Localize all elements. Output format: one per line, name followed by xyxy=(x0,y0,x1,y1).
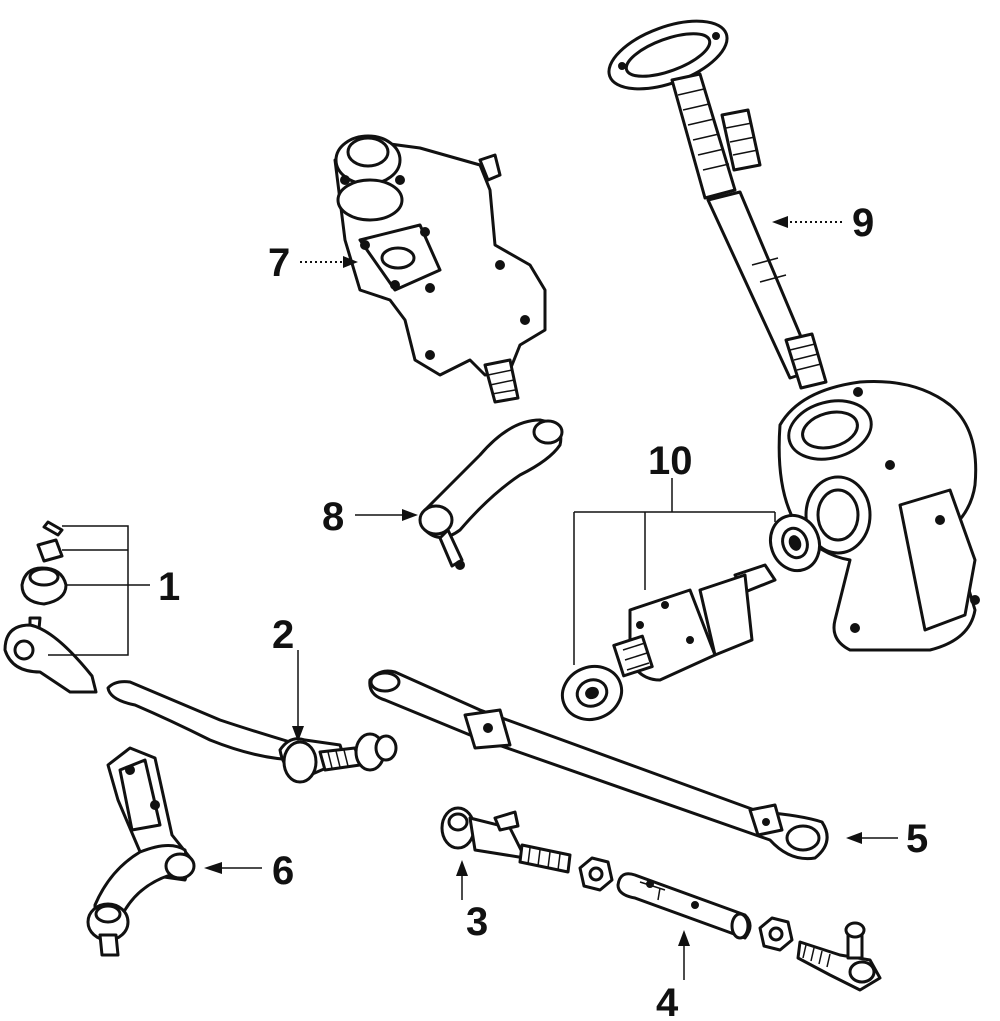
bearing-lower xyxy=(560,665,624,721)
callout-10: 10 xyxy=(648,439,693,483)
callout-9: 9 xyxy=(852,201,874,245)
callout-2: 2 xyxy=(272,613,294,657)
center-link xyxy=(368,669,829,861)
callout-3: 3 xyxy=(466,900,488,944)
tie-rod-end-left xyxy=(3,520,98,694)
callout-7: 7 xyxy=(268,241,290,285)
worm-valve-assembly xyxy=(612,563,777,682)
steering-gear-box xyxy=(333,134,547,404)
steering-shaft xyxy=(607,19,828,390)
gear-housing xyxy=(777,380,980,652)
inner-tie-rod-end xyxy=(440,806,572,874)
callout-4: 4 xyxy=(656,981,679,1021)
callout-6: 6 xyxy=(272,849,294,893)
leaders xyxy=(48,216,898,980)
callout-labels: 1 2 3 4 5 6 7 8 9 10 xyxy=(158,201,928,1021)
callout-8: 8 xyxy=(322,495,344,539)
pitman-arm xyxy=(418,418,564,570)
idler-arm xyxy=(86,746,196,957)
callout-1: 1 xyxy=(158,565,180,609)
bearing-upper xyxy=(768,513,822,573)
outer-tie-rod-end-right xyxy=(796,921,882,992)
tie-rod-tube xyxy=(106,680,398,784)
jam-nut-right xyxy=(758,916,794,952)
jam-nut-left xyxy=(578,856,614,892)
callout-5: 5 xyxy=(906,817,928,861)
adjusting-sleeve xyxy=(616,872,752,940)
